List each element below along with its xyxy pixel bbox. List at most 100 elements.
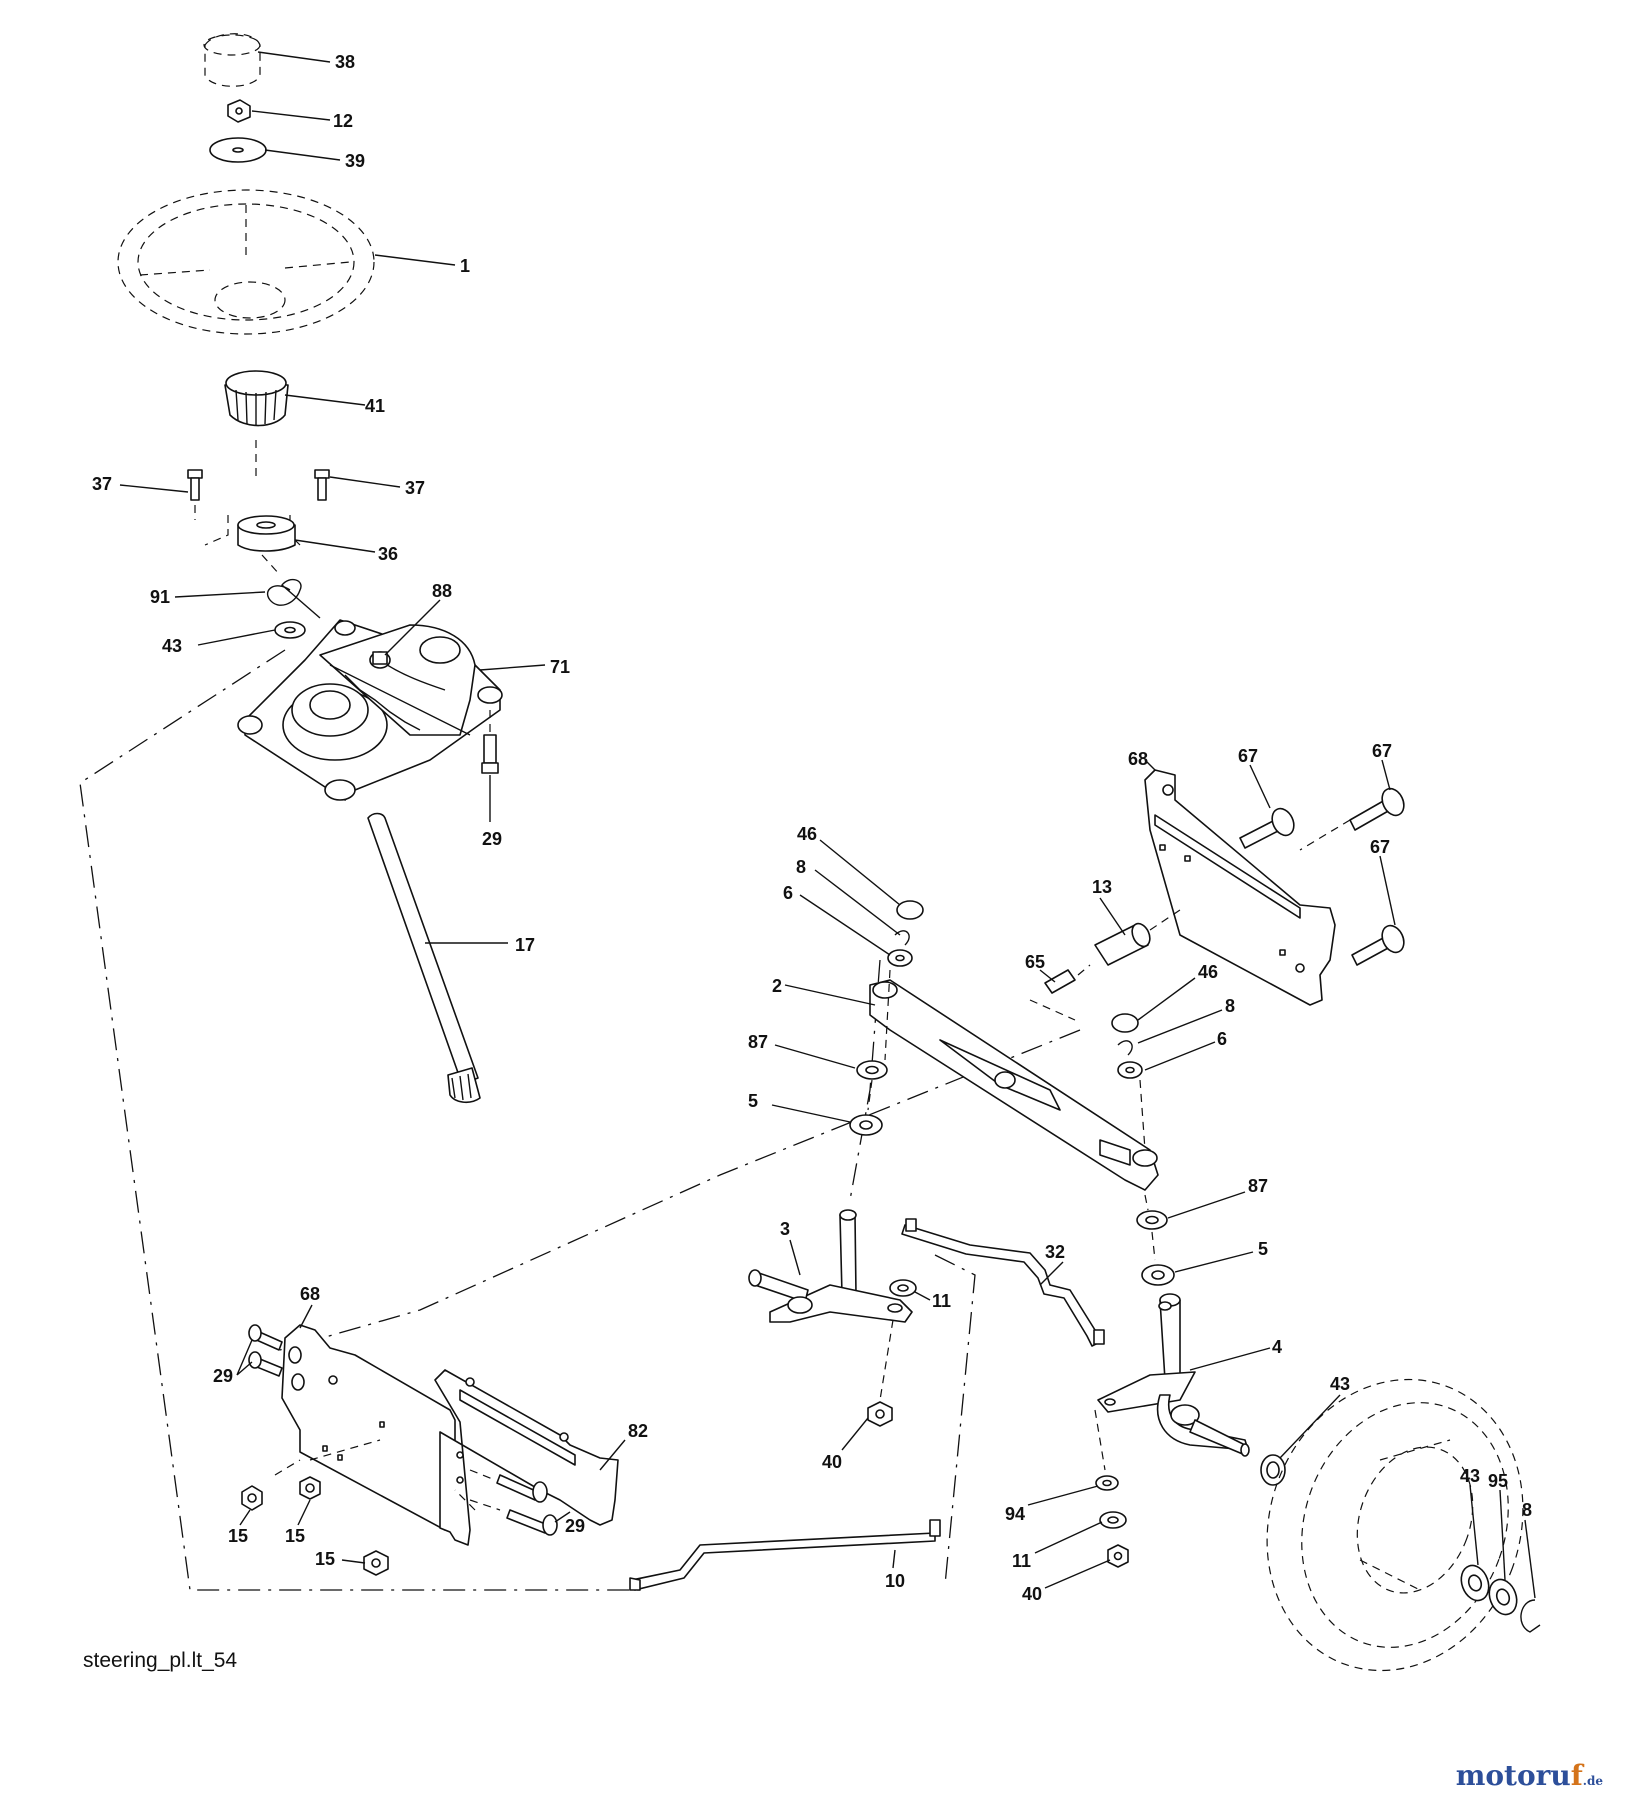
callout-13: 13 (1092, 877, 1112, 897)
steering-gear-assembly (237, 619, 503, 801)
callout-29-top: 29 (482, 829, 502, 849)
screw-37-left (187, 469, 203, 520)
steering-cap (203, 33, 261, 87)
callout-67-a: 67 (1238, 746, 1258, 766)
callout-8-right: 8 (1225, 996, 1235, 1016)
callout-8-wheel: 8 (1522, 1500, 1532, 1520)
nut-40-b (1107, 1544, 1129, 1568)
bolt-67-c (1351, 924, 1405, 966)
callout-36: 36 (378, 544, 398, 564)
callout-29-right: 29 (565, 1516, 585, 1536)
spindle-4 (1097, 1293, 1250, 1457)
callout-37-right: 37 (405, 478, 425, 498)
callout-46-left: 46 (797, 824, 817, 844)
callout-6-left: 6 (783, 883, 793, 903)
clip-91 (266, 578, 321, 619)
centerline-axle (279, 1029, 1081, 1351)
steering-wheel (117, 189, 375, 335)
washer-5-left (849, 1114, 883, 1136)
tie-rod-32 (901, 1218, 1105, 1347)
callout-2: 2 (772, 976, 782, 996)
callout-94: 94 (1005, 1504, 1025, 1524)
assembly-boundary-right (934, 1254, 976, 1586)
washer-87-right (1136, 1210, 1168, 1230)
washer-11-b (1099, 1511, 1127, 1529)
washer-94 (1095, 1475, 1119, 1491)
callout-67-c: 67 (1370, 837, 1390, 857)
washer-6-left (887, 949, 913, 967)
cap-46-left (896, 900, 924, 920)
callout-71: 71 (550, 657, 570, 677)
callout-37-left: 37 (92, 474, 112, 494)
spindle-3 (748, 1209, 913, 1323)
callout-29-left: 29 (213, 1366, 233, 1386)
spacer-13 (1094, 909, 1181, 966)
washer-87-left (856, 1060, 888, 1080)
callout-40-a: 40 (822, 1452, 842, 1472)
washer-5-right (1141, 1264, 1175, 1286)
callout-39: 39 (345, 151, 365, 171)
adapter-41 (224, 370, 289, 427)
callout-68-bottom: 68 (300, 1284, 320, 1304)
callout-65: 65 (1025, 952, 1045, 972)
motoruf-watermark-logo: motoruf.de (1456, 1759, 1603, 1792)
callout-15-b: 15 (285, 1526, 305, 1546)
nut-40-a (867, 1401, 893, 1427)
cap-46-right (1111, 1013, 1139, 1033)
callout-11-b: 11 (1012, 1551, 1031, 1571)
nut-15-c (363, 1550, 389, 1576)
callout-6-right: 6 (1217, 1029, 1227, 1049)
washer-39 (209, 137, 267, 163)
washer-43-outer (1460, 1564, 1490, 1602)
watermark-suffix: .de (1582, 1774, 1603, 1788)
callout-15-a: 15 (228, 1526, 248, 1546)
callout-87-left: 87 (748, 1032, 768, 1052)
callout-17: 17 (515, 935, 535, 955)
callouts: 38 12 39 1 41 37 37 36 91 88 43 71 29 17… (92, 52, 1532, 1604)
callout-95: 95 (1488, 1471, 1508, 1491)
nut-12 (227, 99, 251, 123)
bolt-67-a (1239, 807, 1295, 849)
front-wheel (1266, 1378, 1524, 1672)
callout-5-right: 5 (1258, 1239, 1268, 1259)
bolt-29-left-b (248, 1351, 283, 1377)
callout-43-wheel: 43 (1330, 1374, 1350, 1394)
drag-link-10 (629, 1519, 941, 1591)
callout-68-top: 68 (1128, 749, 1148, 769)
watermark-main: motoru (1455, 1759, 1571, 1792)
callout-67-b: 67 (1372, 741, 1392, 761)
clip-8-wheel (1520, 1599, 1541, 1633)
bracket-68-bottom (281, 1324, 456, 1531)
assembly-boundary (79, 649, 640, 1591)
pin-65 (1044, 964, 1091, 994)
callout-43-top: 43 (162, 636, 182, 656)
callout-38: 38 (335, 52, 355, 72)
bolt-29-right-b (506, 1509, 558, 1536)
clip-8-right (1117, 1040, 1133, 1056)
screw-37-right (314, 469, 330, 501)
leader-lines (119, 51, 1536, 1599)
diagram-caption: steering_pl.lt_54 (83, 1649, 237, 1672)
bushing-36 (204, 515, 301, 552)
callout-5-left: 5 (748, 1091, 758, 1111)
steering-shaft-17 (367, 812, 481, 1104)
callout-3: 3 (780, 1219, 790, 1239)
callout-82: 82 (628, 1421, 648, 1441)
washer-95 (1488, 1578, 1518, 1616)
callout-1: 1 (460, 256, 470, 276)
callout-11-a: 11 (932, 1291, 951, 1311)
callout-12: 12 (333, 111, 353, 131)
callout-4: 4 (1272, 1337, 1282, 1357)
nut-15-b (299, 1476, 321, 1500)
callout-41: 41 (365, 396, 385, 416)
washer-43-wheel (1260, 1454, 1286, 1486)
callout-46-right: 46 (1198, 962, 1218, 982)
front-axle-2 (869, 979, 1159, 1191)
callout-43-outer: 43 (1460, 1466, 1480, 1486)
bolt-29-top (481, 710, 499, 774)
washer-11-a (889, 1279, 917, 1297)
nut-15-a (241, 1485, 263, 1511)
bolt-67-b (1299, 787, 1405, 851)
bracket-68-top (1144, 769, 1336, 1006)
